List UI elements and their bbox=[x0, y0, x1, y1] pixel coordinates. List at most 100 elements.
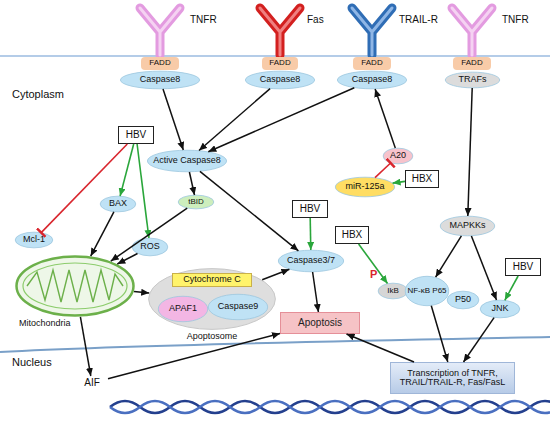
cytochrome-box: Cytochrome C bbox=[172, 273, 252, 287]
ellipse-shape bbox=[149, 269, 276, 330]
pathway-arrow bbox=[117, 254, 137, 265]
protein-ellipse: Mcl-1 bbox=[15, 232, 53, 248]
node-text: APAF1 bbox=[169, 304, 197, 313]
pathway-arrow bbox=[471, 236, 496, 300]
pathway-arrow bbox=[313, 272, 319, 312]
virus-box: HBV bbox=[292, 200, 328, 218]
ellipse-shape bbox=[447, 291, 479, 309]
ellipse-shape bbox=[480, 300, 520, 318]
virus-box: HBX bbox=[335, 226, 369, 244]
region-label: Nucleus bbox=[12, 356, 52, 368]
ellipse-shape bbox=[245, 71, 314, 89]
dna-strand bbox=[110, 401, 550, 413]
pathway-arrow bbox=[375, 89, 395, 148]
node-text: miR-125a bbox=[345, 182, 384, 191]
apoptosome-ellipse: ApoptosomeCytochrome CAPAF1Caspase9 bbox=[148, 268, 276, 330]
node-text: Apoptosis bbox=[298, 318, 342, 329]
cristae-line bbox=[27, 270, 123, 302]
pathway-arrow bbox=[464, 318, 495, 362]
fadd-box: FADD bbox=[141, 57, 179, 70]
ellipse-shape bbox=[132, 238, 168, 256]
node-text: Caspase8 bbox=[140, 75, 181, 84]
receptor-highlight bbox=[352, 8, 392, 55]
node-text: Mitochondria bbox=[19, 319, 71, 328]
node-text: Apoptosome bbox=[148, 332, 276, 341]
activation-connector bbox=[137, 144, 149, 238]
outcome-box: Apoptosis bbox=[280, 312, 360, 334]
receptor-highlight bbox=[452, 8, 492, 55]
receptor-highlight bbox=[260, 8, 300, 55]
ellipse-shape bbox=[405, 276, 449, 305]
node-text: Mcl-1 bbox=[23, 235, 45, 244]
node-text: IkB bbox=[387, 287, 399, 295]
ellipse-shape bbox=[445, 72, 499, 88]
receptor-label: Fas bbox=[307, 14, 324, 25]
node-text: Active Caspase8 bbox=[153, 156, 221, 165]
pathway-arrow bbox=[436, 236, 462, 277]
pathway-arrow bbox=[208, 88, 354, 152]
node-text: HBX bbox=[412, 174, 433, 185]
pathway-arrow bbox=[468, 88, 472, 216]
fadd-box: FADD bbox=[453, 57, 491, 70]
pathway-arrow bbox=[189, 172, 194, 195]
activation-connector bbox=[359, 244, 388, 284]
node-text: HBV bbox=[300, 204, 321, 215]
node-text: HBV bbox=[126, 130, 147, 141]
receptor-highlight bbox=[140, 8, 180, 55]
pathway-arrow bbox=[200, 171, 299, 250]
ellipse-shape bbox=[178, 195, 214, 209]
node-text: BAX bbox=[109, 199, 127, 208]
pathway-arrow bbox=[91, 212, 114, 256]
node-text: NF-κB P65 bbox=[407, 287, 446, 295]
protein-ellipse: P50 bbox=[447, 291, 479, 309]
ellipse-shape bbox=[147, 150, 226, 172]
node-text: AIF bbox=[84, 378, 100, 389]
pathway-arrow bbox=[347, 334, 415, 362]
pathway-arrow bbox=[134, 292, 149, 293]
activation-connector bbox=[393, 181, 405, 183]
ellipse-shape bbox=[15, 232, 53, 248]
activation-connector bbox=[505, 276, 518, 300]
transcription-box: Transcription of TNFR, TRAIL/TRAIL-R, Fa… bbox=[390, 362, 515, 394]
receptor-label: TNFR bbox=[502, 14, 529, 25]
inner-membrane bbox=[23, 263, 127, 309]
caspase-ellipse: Caspase3/7 bbox=[278, 250, 344, 272]
pathway-arrow bbox=[163, 89, 183, 150]
ellipse-shape bbox=[208, 294, 267, 319]
node-text: HBV bbox=[513, 262, 534, 273]
kinase-ellipse: JNK bbox=[480, 300, 520, 318]
activation-connector bbox=[120, 144, 134, 196]
node-text: A20 bbox=[390, 151, 406, 160]
protein-ellipse: ROS bbox=[132, 238, 168, 256]
ellipse-shape bbox=[440, 216, 494, 236]
node-text: Transcription of TNFR, TRAIL/TRAIL-R, Fa… bbox=[394, 369, 511, 388]
pathway-arrow bbox=[111, 208, 187, 261]
phospho-mark: P bbox=[370, 268, 377, 280]
node-text: JNK bbox=[491, 304, 508, 313]
receptor-label: TRAIL-R bbox=[399, 14, 438, 25]
fadd-box: FADD bbox=[262, 57, 298, 70]
node-text: Caspase8 bbox=[260, 75, 301, 84]
node-text: FADD bbox=[149, 59, 170, 67]
ellipse-shape bbox=[120, 71, 199, 89]
kinase-ellipse: MAPKKs bbox=[440, 216, 495, 236]
node-text: FADD bbox=[269, 59, 290, 67]
mirna-ellipse: miR-125a bbox=[335, 177, 395, 197]
pathway-arrow bbox=[262, 269, 289, 279]
protein-ellipse: APAF1 bbox=[158, 296, 208, 322]
ellipse-shape bbox=[378, 283, 408, 299]
fadd-box: FADD bbox=[353, 57, 391, 70]
node-text: Cytochrome C bbox=[183, 275, 241, 284]
pathway-arrow bbox=[431, 306, 448, 362]
node-text: Caspase3/7 bbox=[287, 256, 335, 265]
caspase-ellipse: Caspase8 bbox=[337, 71, 407, 89]
activation-connector bbox=[309, 218, 311, 250]
ellipse-shape bbox=[278, 250, 343, 272]
protein-ellipse: BAX bbox=[100, 196, 136, 212]
node-text: Caspase9 bbox=[218, 302, 259, 311]
node-text: P50 bbox=[455, 295, 471, 304]
dna-strand bbox=[110, 401, 550, 413]
receptor-group bbox=[140, 8, 492, 55]
ellipse-shape bbox=[337, 71, 406, 89]
node-text: FADD bbox=[461, 59, 482, 67]
